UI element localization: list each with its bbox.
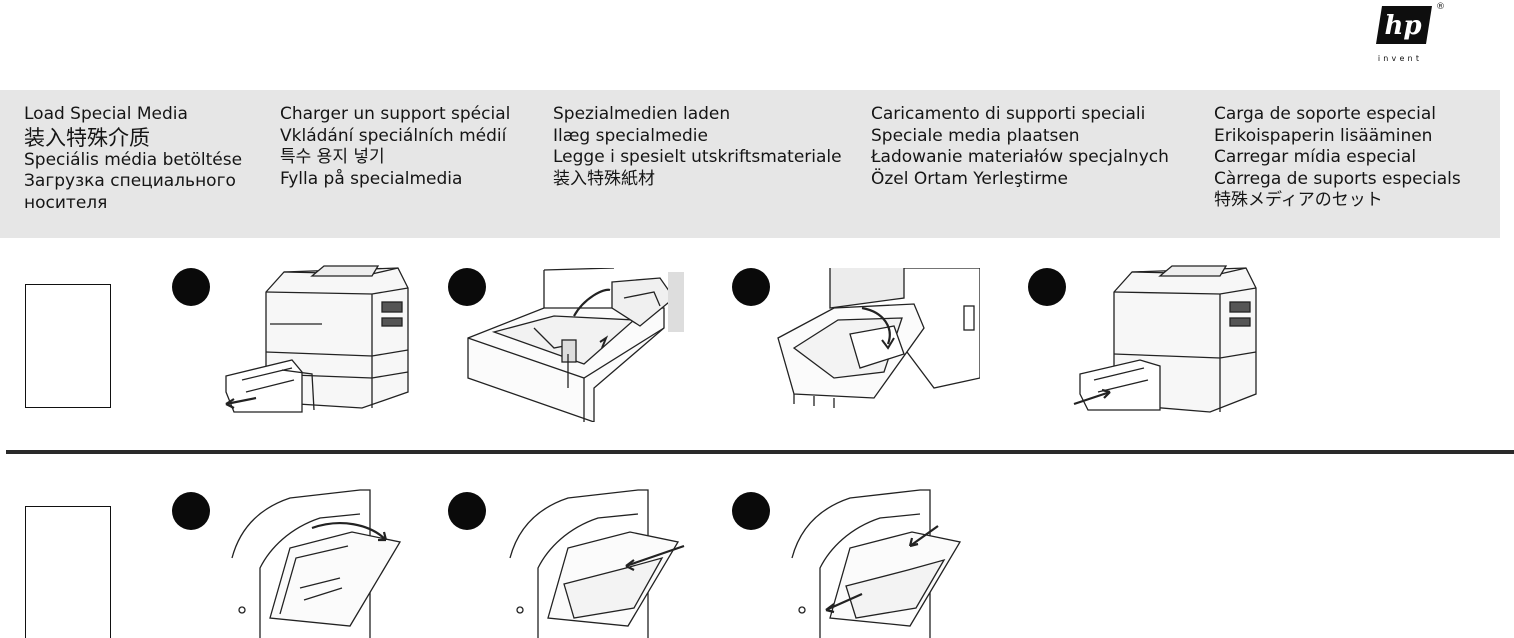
title-line: 装入特殊紙材	[553, 168, 655, 189]
step-3-bullet	[732, 492, 770, 530]
title-line: 특수 용지 넣기	[280, 147, 385, 167]
printer-tray-close-illustration	[1073, 265, 1257, 413]
title-column-4: Caricamento di supporti speciali Special…	[871, 104, 1169, 190]
paper-sheet-icon	[25, 506, 111, 638]
registered-mark: ®	[1436, 2, 1445, 12]
paper-sheet-icon	[25, 284, 111, 408]
section-divider	[6, 450, 1514, 454]
adjust-guides-illustration	[791, 489, 962, 638]
title-line: носителя	[24, 192, 108, 213]
title-line: Ilæg specialmedie	[553, 125, 708, 146]
title-line: Caricamento di supporti speciali	[871, 104, 1146, 124]
insert-paper-mp-illustration	[509, 489, 685, 638]
title-line: Speciale media plaatsen	[871, 125, 1080, 146]
title-column-3: Spezialmedien laden Ilæg specialmedie Le…	[553, 104, 842, 190]
title-line: Spezialmedien laden	[553, 104, 731, 124]
step-2-bullet	[448, 492, 486, 530]
title-line: Carga de soporte especial	[1214, 104, 1436, 124]
title-line: Load Special Media	[24, 104, 188, 124]
svg-text:hp: hp	[1384, 11, 1421, 41]
title-line: Càrrega de suports especials	[1214, 168, 1461, 189]
title-line: Speciális média betöltése	[24, 149, 243, 170]
tray-guide-illustration	[467, 268, 684, 422]
title-line: Carregar mídia especial	[1214, 147, 1417, 167]
title-line: Ładowanie materiałów specjalnych	[871, 147, 1169, 167]
hp-tagline: invent	[1378, 54, 1422, 63]
step-1-bullet	[172, 268, 210, 306]
title-line: Загрузка специального	[24, 171, 236, 191]
title-column-1: Load Special Media 装入特殊介质 Speciális médi…	[24, 104, 242, 214]
title-line: Fylla på specialmedia	[280, 168, 463, 189]
open-mp-tray-illustration	[231, 489, 402, 638]
hp-logo-icon: hp invent	[1376, 6, 1432, 63]
step-4-bullet	[1028, 268, 1066, 306]
step-1-bullet	[172, 492, 210, 530]
step-2-bullet	[448, 268, 486, 306]
title-band	[0, 90, 1500, 238]
title-line: 装入特殊介质	[24, 125, 150, 150]
title-line: Özel Ortam Yerleştirme	[871, 168, 1069, 189]
title-line: Legge i spesielt utskriftsmateriale	[553, 147, 842, 167]
title-line: Erikoispaperin lisääminen	[1214, 125, 1433, 146]
title-line: 特殊メディアのセット	[1214, 190, 1383, 210]
step-3-bullet	[732, 268, 770, 306]
title-column-2: Charger un support spécial Vkládání spec…	[280, 104, 510, 190]
title-line: Vkládání speciálních médií	[280, 125, 507, 146]
title-column-5: Carga de soporte especial Erikoispaperin…	[1214, 104, 1461, 212]
printer-tray-open-illustration	[225, 265, 409, 413]
load-paper-illustration	[777, 268, 980, 408]
title-line: Charger un support spécial	[280, 104, 511, 124]
